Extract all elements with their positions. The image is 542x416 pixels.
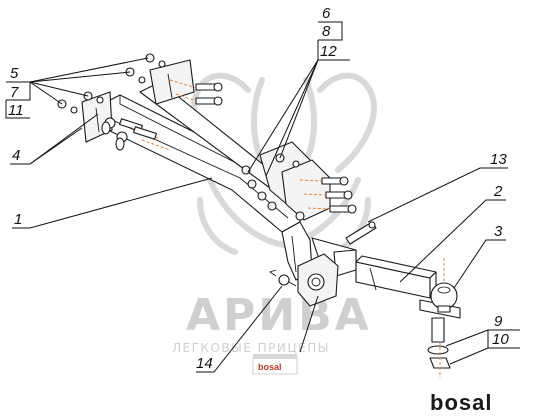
callout-12: 12 [320, 43, 337, 60]
watermark-badge: bosal [252, 354, 298, 375]
ball-washer-nut [427, 342, 451, 378]
watermark-badge-text: bosal [258, 362, 282, 372]
callout-5: 5 [10, 65, 19, 82]
watermark: АРИВА ЛЕГКОВЫЕ ПРИЦЕПЫ bosal [172, 72, 377, 375]
bosal-logo: bosal [430, 390, 492, 415]
callout-9: 9 [494, 313, 503, 330]
callout-10: 10 [492, 331, 509, 348]
watermark-subtitle: ЛЕГКОВЫЕ ПРИЦЕПЫ [172, 341, 330, 355]
callout-4: 4 [12, 147, 20, 164]
washer-left-1 [101, 121, 125, 151]
callout-3: 3 [494, 223, 503, 240]
bolts-upper [169, 79, 223, 106]
safety-clip [268, 269, 297, 287]
tow-ball [430, 258, 458, 313]
fasteners [57, 53, 357, 221]
callout-2: 2 [493, 183, 503, 200]
nuts-right [241, 153, 305, 221]
watermark-title: АРИВА [186, 290, 372, 341]
callout-11: 11 [8, 102, 24, 119]
callout-1: 1 [14, 211, 22, 228]
callout-8: 8 [322, 23, 331, 40]
callout-13: 13 [490, 151, 507, 168]
ball-neck [355, 255, 461, 343]
callout-labels: 5 7 11 4 1 6 8 12 13 2 3 9 10 14 [8, 5, 509, 372]
callout-6: 6 [322, 5, 331, 22]
retaining-pin [345, 221, 377, 245]
callout-14: 14 [196, 355, 213, 372]
callout-7: 7 [10, 84, 19, 101]
callout-leaders [5, 21, 520, 373]
bolts-right [299, 176, 357, 214]
